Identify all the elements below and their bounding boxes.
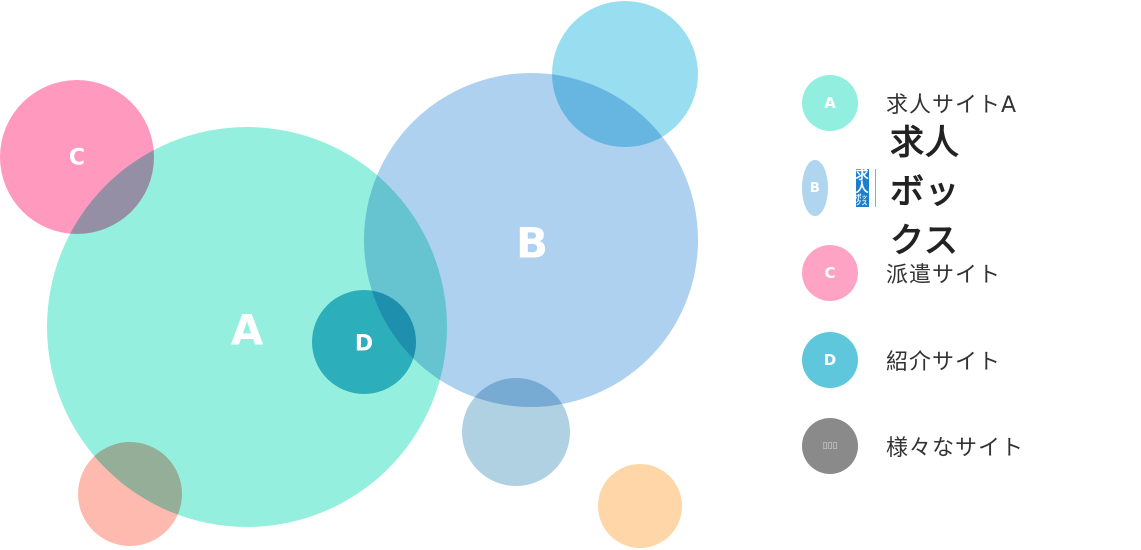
circle-d [312, 290, 416, 394]
legend-label-c: 派遣サイト [886, 263, 1002, 288]
legend-badge-c: C [802, 245, 858, 301]
logo-divider [874, 169, 876, 207]
legend-badge-a: A [802, 75, 858, 131]
logo-text: 求人ボックス [889, 122, 960, 261]
logo-icon: 求人 ボックス [855, 168, 869, 207]
legend-label-a: 求人サイトA [886, 93, 1018, 118]
circle-b-label: B [516, 219, 548, 268]
circle-orange [598, 464, 682, 548]
venn-diagram: A B C D [0, 1, 698, 548]
circle-c [0, 80, 154, 234]
circle-d-label: D [355, 332, 373, 357]
legend-item-various: ▯▯▯ 様々なサイト [802, 418, 1024, 474]
circle-b [364, 73, 698, 407]
circle-top [552, 1, 698, 147]
logo-box-line2: ボックス [855, 194, 868, 207]
legend-item-c: C 派遣サイト [802, 245, 1001, 301]
legend-label-various: 様々なサイト [886, 436, 1025, 461]
kyujin-box-logo: 求人 ボックス 求人ボックス [855, 115, 976, 262]
circle-c-label: C [69, 146, 85, 171]
circle-grayblue [462, 378, 570, 486]
logo-box-line1: 求人 [855, 168, 869, 196]
legend-item-d: D 紹介サイト [802, 332, 1001, 388]
legend-item-b: B 求人 ボックス 求人ボックス [802, 123, 976, 261]
legend-label-d: 紹介サイト [886, 350, 1002, 375]
circle-a-label: A [231, 306, 264, 355]
circle-salmon [78, 442, 182, 546]
legend-badge-d: D [802, 332, 858, 388]
circle-a [47, 127, 447, 527]
legend-item-a: A 求人サイトA [802, 75, 1017, 131]
legend-badge-various: ▯▯▯ [802, 418, 858, 474]
legend-badge-b: B [802, 160, 828, 216]
